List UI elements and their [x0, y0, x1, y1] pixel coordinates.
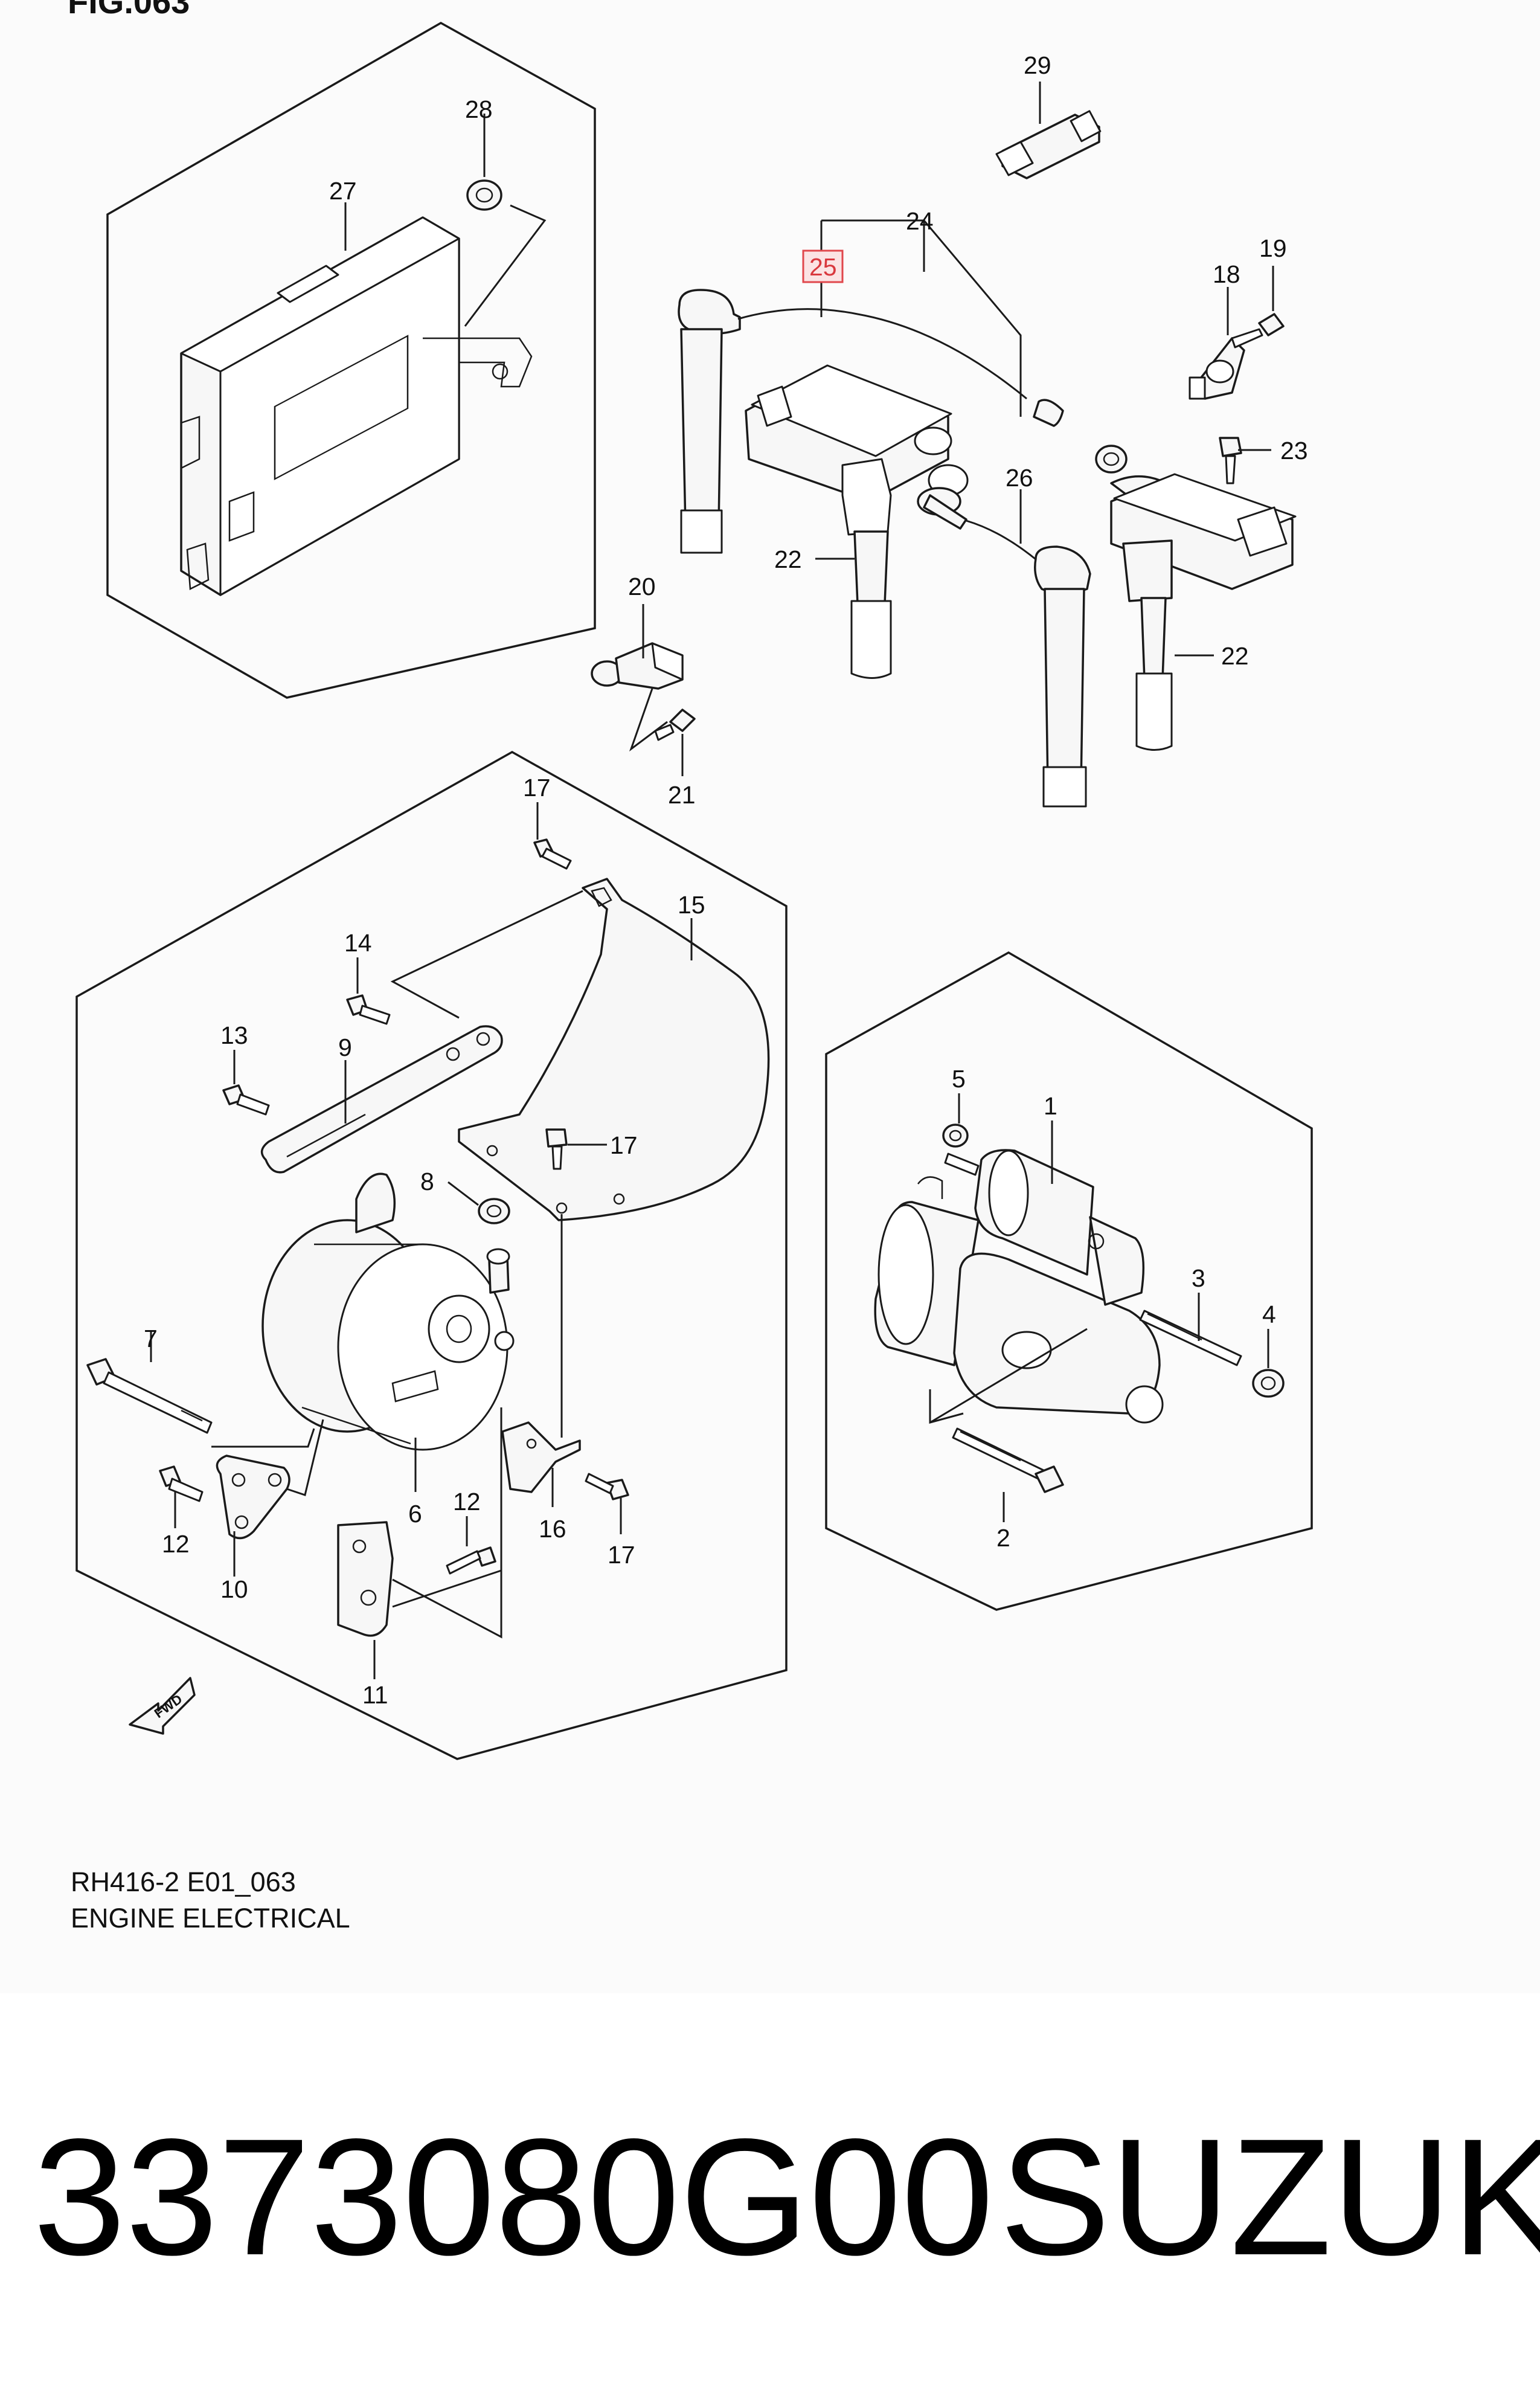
callout-23: 23	[1280, 437, 1308, 465]
nut-28	[466, 179, 502, 211]
bolt-14	[346, 994, 391, 1025]
callout-29: 29	[1024, 51, 1051, 79]
callout-7: 7	[144, 1325, 158, 1352]
callout-13: 13	[220, 1021, 248, 1049]
starter-group-box	[825, 951, 1313, 1611]
bracket-11	[337, 1521, 394, 1637]
callout-11: 11	[362, 1681, 388, 1709]
callout-19: 19	[1259, 234, 1287, 262]
ignition-coil-22-right	[1095, 445, 1297, 751]
callout-27: 27	[329, 177, 357, 205]
parts-diagram: FWD 1 2 3 4 5 6 7 8	[75, 21, 1313, 1760]
callout-12-right: 12	[453, 1488, 481, 1516]
callout-15: 15	[678, 891, 705, 919]
diagram-title: ENGINE ELECTRICAL	[71, 1903, 350, 1934]
callout-22-center: 22	[774, 545, 802, 573]
callout-9: 9	[338, 1034, 352, 1061]
callout-6: 6	[408, 1500, 422, 1528]
callout-26: 26	[1006, 464, 1033, 492]
bracket-10	[216, 1455, 290, 1540]
bolt-17-top	[533, 838, 572, 870]
nut-8	[478, 1198, 510, 1224]
starter-motor-1	[874, 1149, 1164, 1424]
callout-20: 20	[628, 573, 656, 600]
bolt-19	[1231, 313, 1285, 349]
nut-5	[942, 1124, 969, 1148]
ignition-coil-22-center	[745, 364, 969, 679]
callout-17-bottom: 17	[608, 1541, 635, 1569]
callout-17-top: 17	[523, 774, 551, 802]
fwd-arrow: FWD	[129, 1677, 196, 1735]
callout-4: 4	[1262, 1300, 1276, 1328]
callout-2: 2	[996, 1524, 1010, 1552]
callout-21: 21	[668, 781, 696, 809]
callout-8: 8	[420, 1168, 434, 1195]
sensor-29	[995, 110, 1102, 179]
brand-name: SUZUKI	[999, 2104, 1540, 2290]
sensor-18	[1189, 337, 1245, 400]
bolt-23	[1219, 437, 1242, 484]
callout-10: 10	[220, 1575, 248, 1603]
ecm-unit	[180, 216, 533, 596]
callout-16: 16	[539, 1515, 566, 1543]
bolt-17-mid	[545, 1128, 568, 1170]
bolt-21	[654, 709, 696, 741]
heat-shield-15	[458, 878, 770, 1221]
bolt-13	[222, 1084, 270, 1116]
callout-17-mid: 17	[610, 1131, 638, 1159]
bolt-12-left	[159, 1465, 204, 1502]
callout-24: 24	[906, 207, 934, 235]
bolt-2	[952, 1427, 1064, 1493]
alternator-group-box	[75, 750, 788, 1760]
sensor-20	[591, 642, 684, 690]
adjuster-bar-9	[260, 1025, 503, 1174]
alternator-6	[261, 1172, 515, 1451]
callout-1: 1	[1044, 1092, 1057, 1120]
diagram-area: FWD 1 2 3 4 5 6 7 8	[68, 0, 1313, 1934]
callout-12-left: 12	[162, 1530, 190, 1558]
bolt-12-right	[446, 1546, 496, 1575]
callout-25: 25	[809, 253, 837, 281]
plug-wire-26	[917, 487, 1091, 808]
figure-label: FIG.063	[68, 0, 190, 21]
callout-18: 18	[1213, 260, 1240, 288]
bolt-3	[1139, 1310, 1242, 1366]
callout-22-right: 22	[1221, 642, 1249, 670]
callout-28: 28	[465, 95, 493, 123]
diagram-code: RH416-2 E01_063	[71, 1866, 296, 1897]
callout-14: 14	[344, 929, 372, 957]
bracket-16	[501, 1421, 581, 1493]
ecm-group-box	[106, 21, 596, 699]
callout-25-highlight	[802, 249, 844, 283]
callout-3: 3	[1192, 1264, 1205, 1292]
bolt-7	[86, 1358, 213, 1434]
part-number: 3373080G00	[33, 2104, 994, 2290]
nut-4	[1252, 1369, 1285, 1398]
callout-5: 5	[952, 1065, 966, 1093]
plug-wire-25	[678, 289, 1064, 554]
bolt-17-bottom	[585, 1473, 629, 1500]
